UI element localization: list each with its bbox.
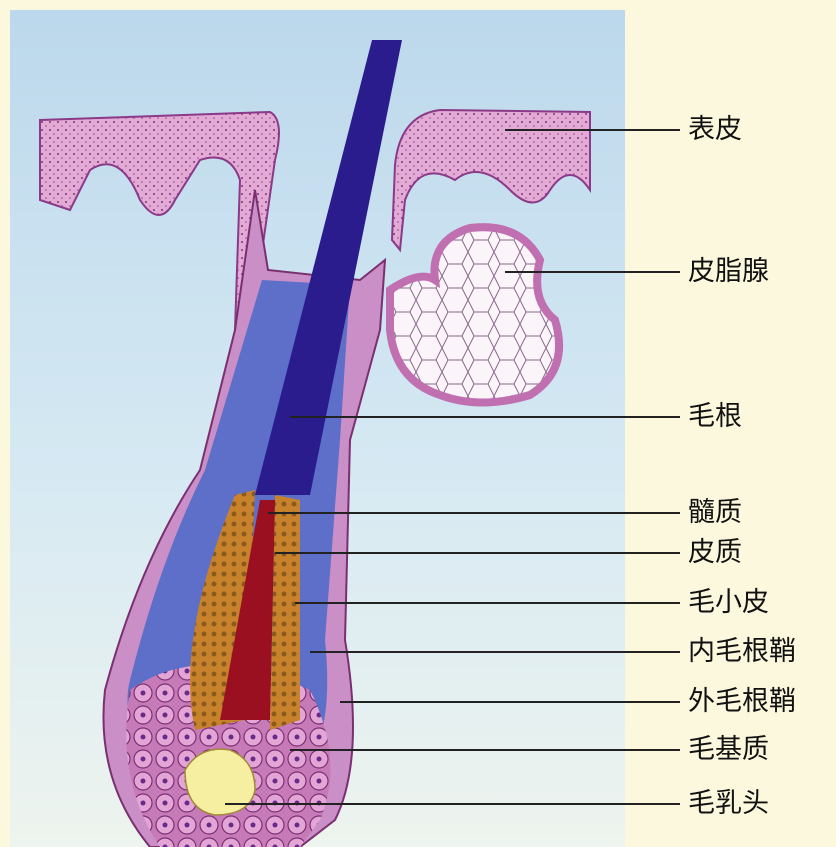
- label-dermal-papilla: 毛乳头: [688, 788, 769, 819]
- label-outer-root-sheath: 外毛根鞘: [688, 686, 796, 717]
- cortex-right: [270, 495, 300, 730]
- label-epidermis: 表皮: [688, 114, 742, 145]
- epidermis-right: [390, 108, 591, 253]
- medulla: [220, 500, 275, 720]
- label-inner-root-sheath: 内毛根鞘: [688, 636, 796, 667]
- label-hair-root: 毛根: [688, 401, 742, 432]
- label-sebaceous-gland: 皮脂腺: [688, 256, 769, 287]
- dermal-papilla: [184, 748, 256, 816]
- label-hair-matrix: 毛基质: [688, 734, 769, 765]
- hair-shaft: [255, 40, 402, 495]
- label-cortex: 皮质: [688, 537, 742, 568]
- epidermis-left: [39, 110, 280, 334]
- label-cuticle: 毛小皮: [688, 587, 769, 618]
- leader-lines: [225, 129, 680, 805]
- label-medulla: 髓质: [688, 497, 742, 528]
